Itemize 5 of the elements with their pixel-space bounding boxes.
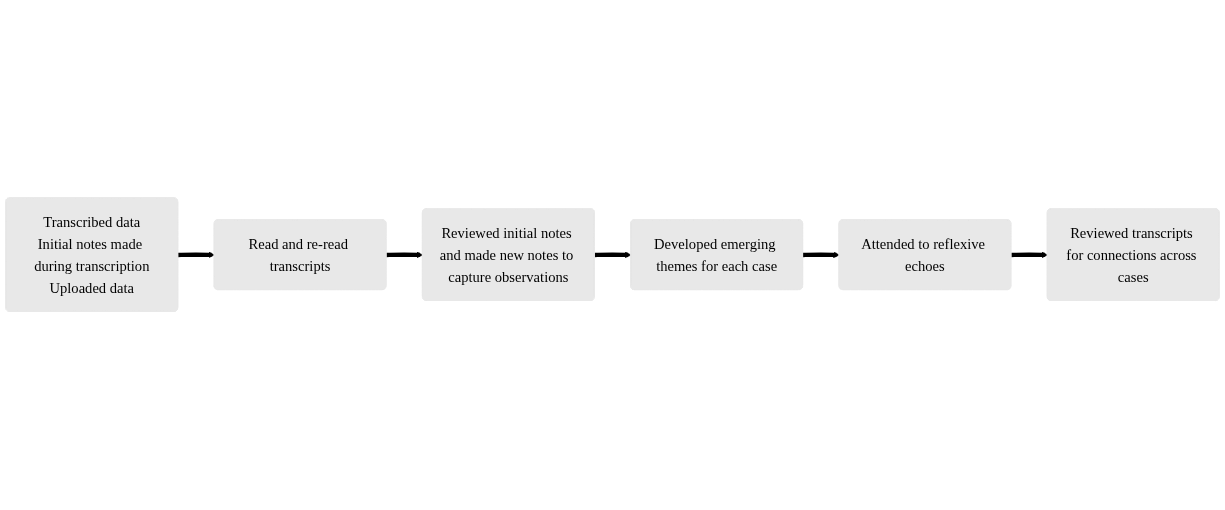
arrow [386, 252, 424, 259]
arrow [178, 252, 215, 259]
arrow [1011, 252, 1048, 259]
arrow [594, 252, 632, 259]
arrow [802, 252, 840, 259]
